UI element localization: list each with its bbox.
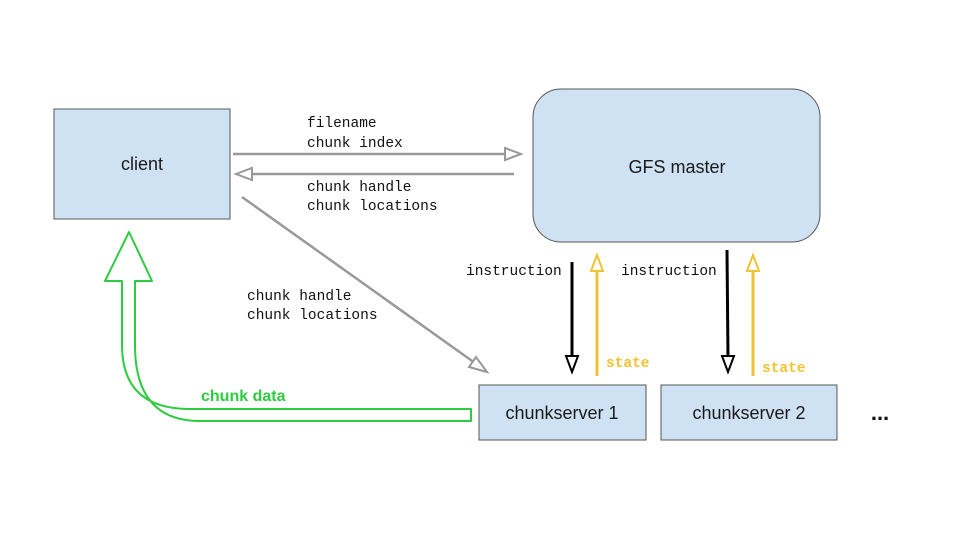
chunkserver-1-label: chunkserver 1 [505,403,618,423]
instruction-label-2: instruction [621,264,717,280]
reply-label-chunk-handle: chunk handle [307,180,411,196]
state-arrow-2 [745,252,761,376]
instruction-arrow-1 [564,262,580,375]
client-node: client [53,108,231,220]
state-label-1: state [606,356,650,372]
master-node: GFS master [532,88,821,243]
state-label-2: state [762,361,806,377]
state-arrow-1 [589,252,605,376]
reply-arrow [233,166,514,182]
instruction-label-1: instruction [466,264,562,280]
request-arrow [233,146,524,162]
request-label-filename: filename [307,116,377,132]
chunkserver-1-box [478,384,647,441]
instruction-arrow-2 [720,249,736,375]
chunkserver-2-node: chunkserver 2 [660,384,838,441]
reply-label-chunk-locations: chunk locations [307,199,438,215]
client-to-chunkserver-arrow [241,195,490,374]
chunkserver-1-node: chunkserver 1 [478,384,647,441]
client-box [53,108,231,220]
diagonal-label-chunk-handle: chunk handle [247,289,351,305]
request-label-chunk-index: chunk index [307,136,403,152]
chunk-data-arrow [104,231,472,422]
client-label: client [121,154,163,174]
master-box [532,88,821,243]
more-chunkservers-ellipsis: ... [871,400,889,425]
master-label: GFS master [628,157,725,177]
diagonal-label-chunk-locations: chunk locations [247,308,378,324]
chunkserver-2-box [660,384,838,441]
chunk-data-label: chunk data [201,388,286,405]
chunkserver-2-label: chunkserver 2 [692,403,805,423]
